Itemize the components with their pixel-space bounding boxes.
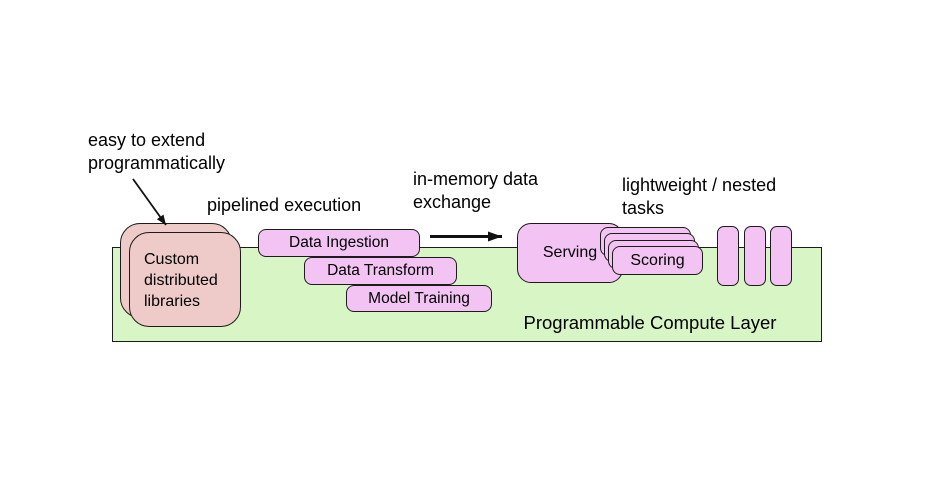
- annotation-arrow-icon: [132, 178, 167, 226]
- caption-easy-to-extend-line1: easy to extend: [88, 130, 206, 150]
- caption-inmemory-exchange-line2: exchange: [413, 192, 492, 212]
- nested-task-bar-3: [770, 226, 792, 286]
- library-label-line2: distributed: [144, 272, 218, 289]
- caption-easy-to-extend: easy to extend programmatically: [88, 129, 225, 175]
- nested-task-bar-2: [744, 226, 766, 286]
- library-label-line3: libraries: [144, 293, 201, 310]
- task-box-data-transform: Data Transform: [304, 257, 457, 285]
- caption-inmemory-exchange-line1: in-memory data: [413, 169, 539, 189]
- caption-easy-to-extend-line2: programmatically: [88, 153, 226, 173]
- caption-pipelined-execution: pipelined execution: [207, 195, 362, 215]
- serving-label: Serving: [542, 244, 598, 261]
- caption-lightweight-tasks-line1: lightweight / nested: [622, 175, 777, 195]
- task-box-model-training: Model Training: [346, 285, 492, 312]
- caption-inmemory-exchange: in-memory data exchange: [413, 168, 538, 214]
- task-box-data-ingestion: Data Ingestion: [258, 229, 420, 257]
- nested-task-bar-1: [717, 226, 739, 286]
- caption-lightweight-tasks: lightweight / nested tasks: [622, 174, 776, 220]
- caption-lightweight-tasks-line2: tasks: [622, 198, 665, 218]
- library-box: Custom distributed libraries: [129, 232, 241, 327]
- library-label-line1: Custom: [144, 251, 200, 268]
- scoring-label: Scoring: [630, 251, 685, 269]
- scoring-box: Scoring: [612, 246, 703, 275]
- compute-layer-label: Programmable Compute Layer: [523, 312, 777, 333]
